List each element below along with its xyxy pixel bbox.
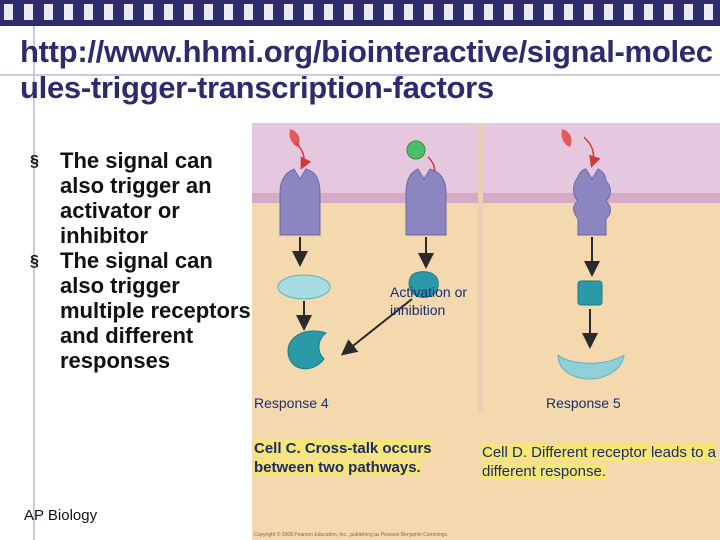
decorative-horizontal-line	[0, 74, 720, 76]
receptor-icon	[279, 168, 321, 236]
header-checker-pattern	[4, 4, 714, 20]
response-4-label: Response 4	[254, 395, 329, 411]
section-bullet-icon: §	[30, 253, 39, 270]
bullet-list: § The signal can also trigger an activato…	[30, 148, 260, 373]
bullet-item: § The signal can also trigger an activato…	[30, 148, 260, 248]
relay-molecule-icon	[408, 271, 439, 298]
activation-label: Activation or inhibition	[390, 284, 468, 318]
receptor-icon	[573, 168, 611, 236]
cell-signaling-figure: Activation or inhibition Response 4 Resp…	[252, 123, 720, 540]
copyright-notice: Copyright © 2008 Pearson Education, Inc.…	[254, 532, 449, 538]
plasma-membrane	[252, 193, 720, 203]
receptor-icon	[405, 168, 447, 236]
bullet-text: The signal can also trigger an activator…	[60, 148, 213, 248]
pathway-diagram	[277, 129, 625, 380]
footer-label: AP Biology	[24, 507, 98, 524]
arrow-icon	[583, 136, 601, 168]
relay-molecule-icon	[577, 280, 603, 306]
caption-cell-c: Cell C. Cross-talk occurs between two pa…	[254, 440, 432, 476]
response-protein-icon	[557, 353, 625, 380]
bullet-text: The signal can also trigger multiple rec…	[60, 248, 251, 373]
signal-molecule-icon	[289, 129, 300, 147]
decorative-vertical-line	[33, 26, 35, 540]
extracellular-region	[252, 123, 720, 198]
section-bullet-icon: §	[30, 153, 39, 170]
bullet-item: § The signal can also trigger multiple re…	[30, 248, 260, 373]
signal-molecule-icon	[406, 140, 426, 160]
caption-cell-d: Cell D. Different receptor leads to a di…	[482, 444, 717, 480]
header-bar	[0, 0, 720, 26]
signal-molecule-icon	[561, 129, 572, 147]
arrow-icon	[340, 298, 413, 356]
response-protein-icon	[287, 330, 328, 370]
relay-molecule-icon	[277, 274, 331, 300]
arrow-icon	[295, 142, 312, 170]
cell-divider	[478, 123, 483, 413]
slide-title: http://www.hhmi.org/biointeractive/signa…	[20, 34, 713, 105]
response-5-label: Response 5	[546, 395, 621, 411]
